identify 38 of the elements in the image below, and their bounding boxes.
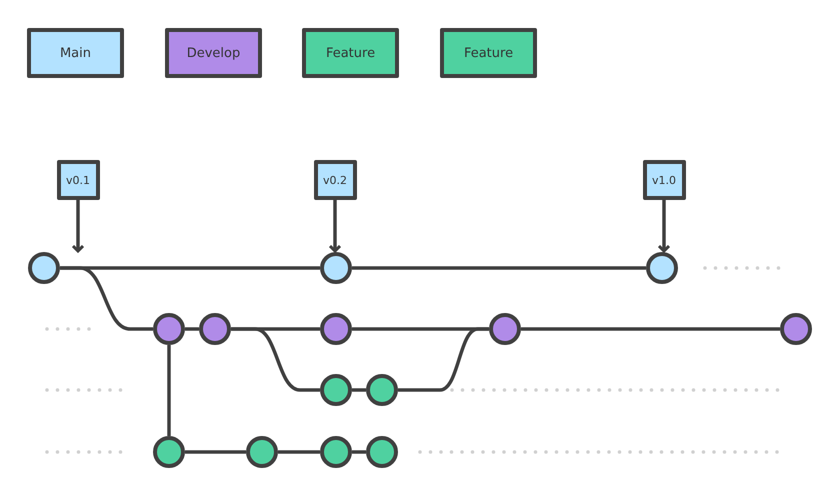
legend-swatch: Main — [27, 28, 124, 78]
legend-swatch: Feature — [440, 28, 537, 78]
commit-circle — [246, 436, 278, 468]
commit-circle — [153, 313, 185, 345]
arrow — [72, 200, 84, 252]
legend-swatch: Develop — [165, 28, 262, 78]
branch-line — [231, 327, 320, 392]
branch-line — [60, 266, 153, 331]
branch-line — [398, 327, 489, 392]
commit-circle — [320, 436, 352, 468]
commit-circle — [320, 313, 352, 345]
branch-line — [352, 266, 646, 270]
branch-line — [521, 327, 780, 331]
version-label: v0.1 — [66, 174, 90, 186]
commit-circle — [320, 374, 352, 406]
commit-circle — [366, 374, 398, 406]
commit-circle — [489, 313, 521, 345]
branch-line — [185, 327, 199, 331]
branch-line — [278, 450, 320, 454]
legend-swatch: Feature — [302, 28, 399, 78]
version-tag — [642, 160, 686, 200]
version-tag — [56, 160, 100, 200]
branch-line — [352, 388, 366, 392]
commit-circle — [320, 252, 352, 284]
version-tag — [314, 160, 356, 200]
arrow — [328, 200, 342, 252]
version-label: v1.0 — [652, 174, 676, 186]
version-label: v0.2 — [322, 174, 347, 186]
commit-circle — [366, 436, 398, 468]
arrow — [658, 200, 670, 252]
commit-circle — [646, 252, 678, 284]
commit-circle — [199, 313, 231, 345]
commit-circle — [780, 313, 812, 345]
commit-circle — [28, 252, 60, 284]
branch-line — [185, 450, 246, 454]
branch-line — [167, 345, 171, 436]
commit-circle — [153, 436, 185, 468]
branch-line — [352, 450, 366, 454]
